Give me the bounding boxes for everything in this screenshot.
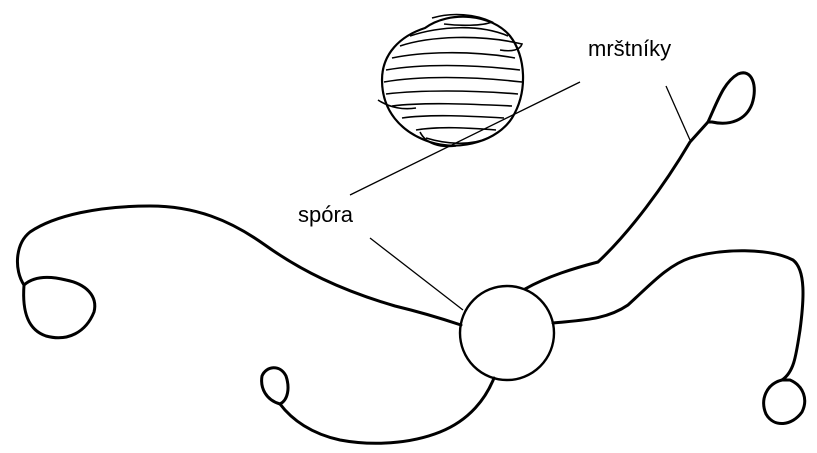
elater-upper-right bbox=[525, 73, 754, 289]
leader-elaters bbox=[666, 86, 690, 140]
coiled-spore bbox=[378, 15, 523, 147]
elater-lower-left bbox=[262, 368, 494, 444]
label-elaters: mrštníky bbox=[588, 36, 671, 61]
spore-coil-bands bbox=[378, 15, 522, 147]
leader-spore-to-cell bbox=[370, 238, 463, 310]
label-spore: spóra bbox=[298, 202, 354, 227]
elater-right bbox=[553, 251, 805, 424]
elater-left bbox=[17, 206, 461, 338]
spore-cell bbox=[460, 286, 554, 380]
